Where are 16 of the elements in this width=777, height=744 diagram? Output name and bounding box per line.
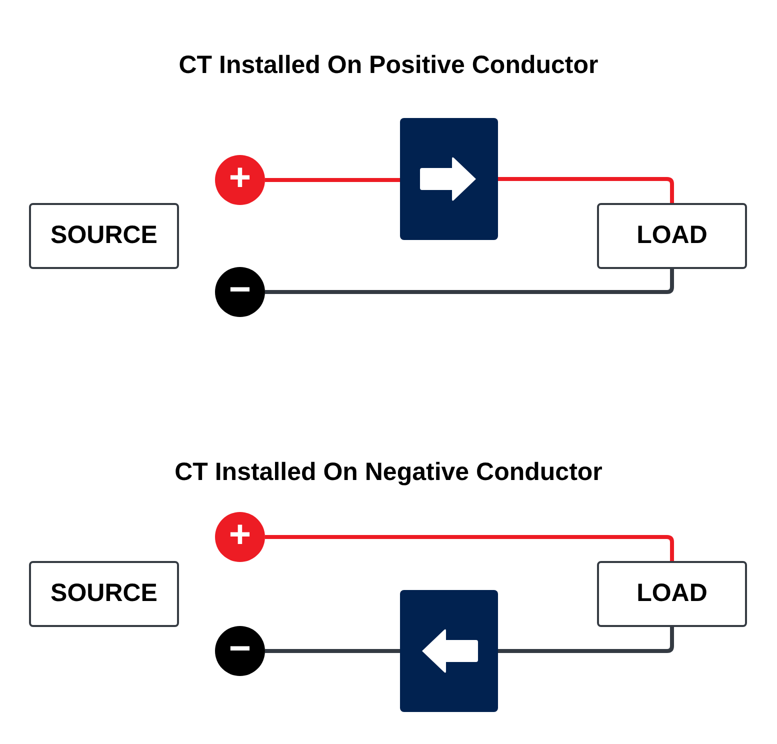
component-box: SOURCE bbox=[29, 203, 179, 269]
component-box: SOURCE bbox=[29, 561, 179, 627]
section-heading: CT Installed On Negative Conductor bbox=[174, 457, 604, 487]
wire bbox=[498, 177, 674, 203]
negative-terminal: − bbox=[215, 626, 265, 676]
current-transformer bbox=[400, 590, 498, 712]
component-box: LOAD bbox=[597, 561, 747, 627]
section-heading: CT Installed On Positive Conductor bbox=[178, 50, 600, 80]
wire bbox=[265, 178, 400, 182]
negative-terminal: − bbox=[215, 267, 265, 317]
positive-terminal: + bbox=[215, 512, 265, 562]
current-transformer bbox=[400, 118, 498, 240]
wire bbox=[265, 649, 400, 653]
positive-terminal: + bbox=[215, 155, 265, 205]
component-box: LOAD bbox=[597, 203, 747, 269]
wire bbox=[498, 627, 674, 653]
